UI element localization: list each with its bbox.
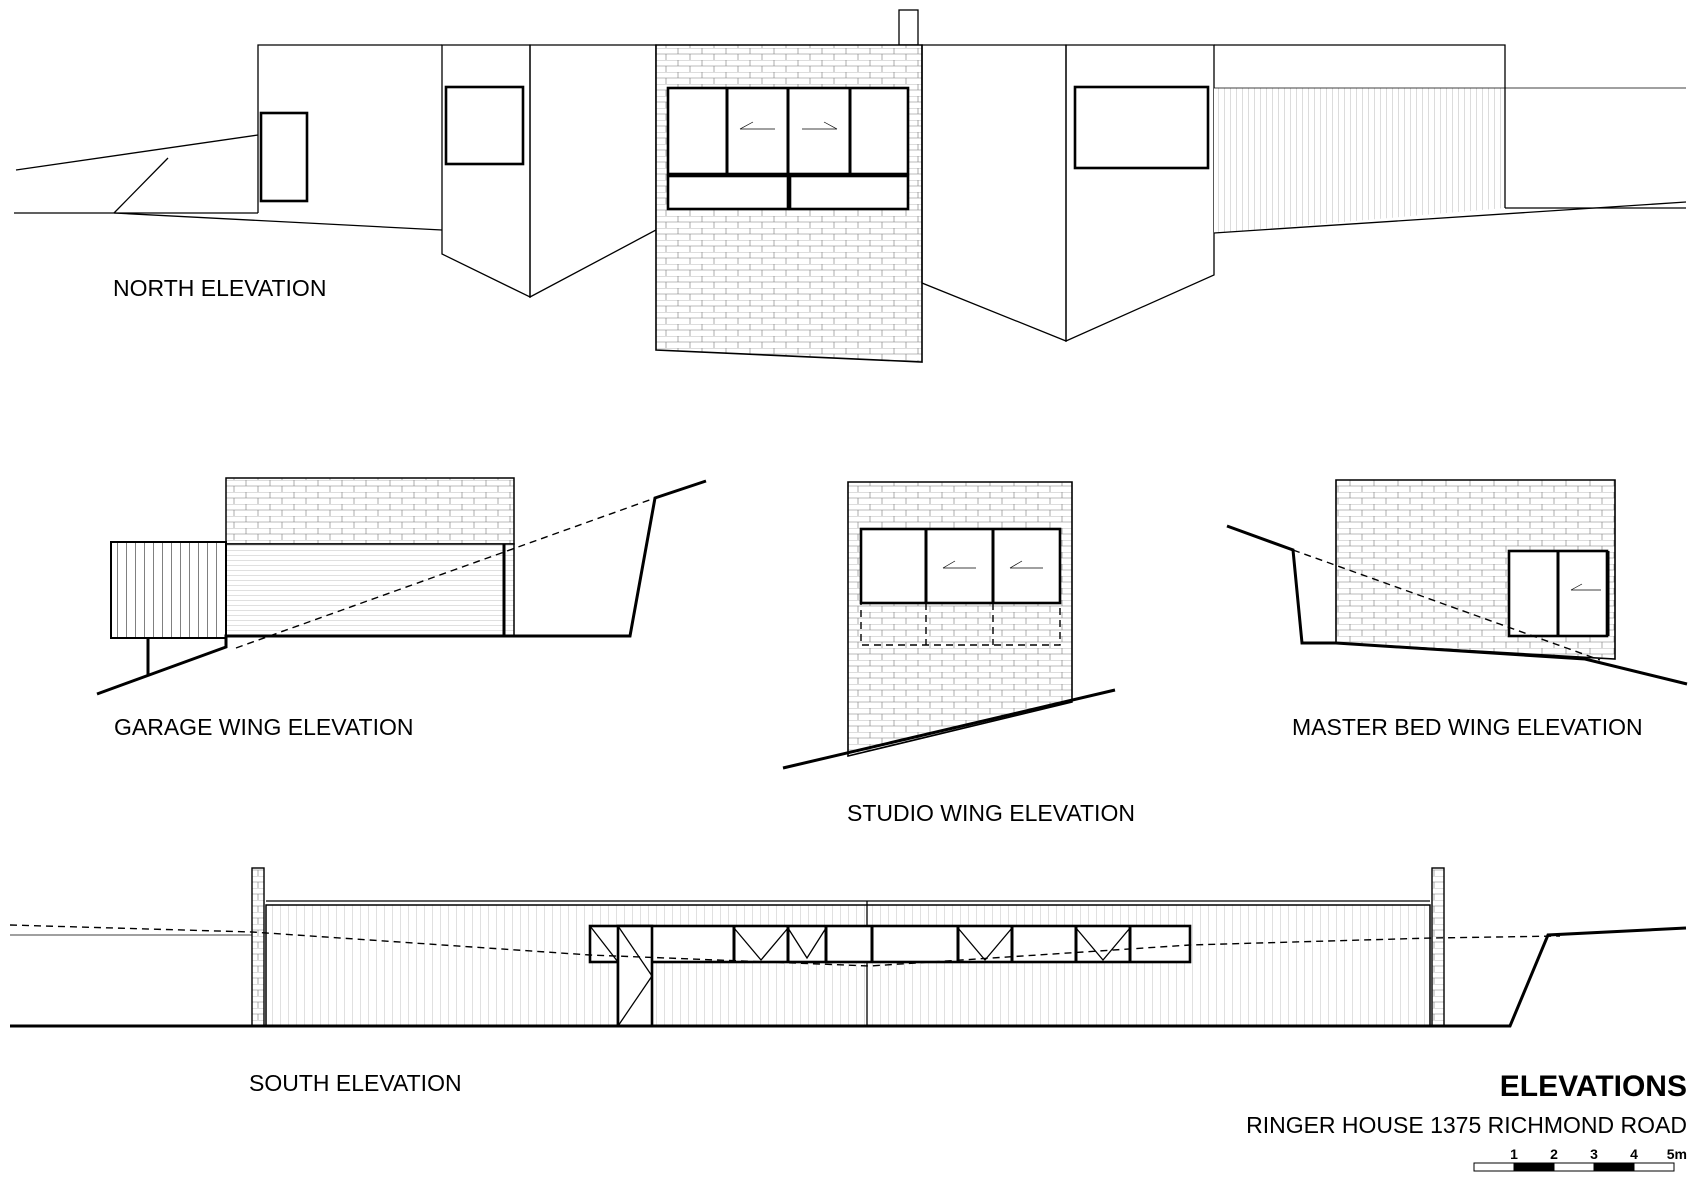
north-elevation-label: NORTH ELEVATION bbox=[113, 275, 326, 301]
garage-wing-elevation bbox=[96, 477, 707, 696]
master-bed-wing-elevation bbox=[1226, 479, 1688, 686]
ground-line bbox=[1226, 524, 1688, 686]
ground-line bbox=[96, 479, 707, 696]
master-bed-wing-elevation-label: MASTER BED WING ELEVATION bbox=[1292, 714, 1643, 740]
cladding bbox=[265, 904, 1431, 1027]
wing-outline bbox=[441, 44, 531, 299]
window bbox=[666, 174, 790, 211]
hidden-window bbox=[860, 602, 1061, 646]
section-line bbox=[9, 924, 1561, 967]
garage-door bbox=[225, 543, 515, 637]
drawing-title: ELEVATIONS bbox=[1500, 1070, 1687, 1103]
scale-tick: 1 bbox=[1510, 1146, 1518, 1162]
window bbox=[788, 174, 910, 211]
south-elevation-label: SOUTH ELEVATION bbox=[249, 1070, 462, 1096]
window bbox=[1073, 85, 1210, 170]
window-group bbox=[859, 527, 1062, 605]
scale-bar: 1 2 3 4 5m bbox=[1473, 1146, 1687, 1172]
brick-pier bbox=[251, 867, 265, 1027]
studio-wing-elevation-label: STUDIO WING ELEVATION bbox=[847, 800, 1135, 826]
south-elevation bbox=[9, 867, 1687, 1028]
garage-wing-elevation-label: GARAGE WING ELEVATION bbox=[114, 714, 413, 740]
north-elevation bbox=[14, 9, 1687, 363]
chimney bbox=[898, 9, 919, 46]
ground-line bbox=[113, 157, 169, 214]
ground-line bbox=[113, 212, 443, 231]
section-line bbox=[235, 497, 656, 649]
ground-line bbox=[782, 688, 1116, 770]
door bbox=[616, 924, 654, 1028]
ground-line bbox=[10, 926, 1687, 1028]
window bbox=[259, 111, 309, 203]
slatted-deck bbox=[110, 541, 227, 639]
drawing-subtitle: RINGER HOUSE 1375 RICHMOND ROAD bbox=[1246, 1112, 1687, 1138]
slatted-screen bbox=[1214, 88, 1505, 233]
section-line bbox=[1292, 549, 1601, 661]
brick-wall bbox=[225, 477, 515, 545]
window bbox=[444, 85, 525, 166]
studio-wing-elevation bbox=[782, 481, 1116, 770]
wall-outline bbox=[257, 44, 442, 213]
wing-outline bbox=[529, 44, 657, 299]
scale-tick: 4 bbox=[1630, 1146, 1638, 1162]
ground-line bbox=[15, 134, 259, 171]
wing-outline bbox=[1065, 44, 1215, 343]
brick-block bbox=[847, 481, 1073, 758]
wing-outline bbox=[921, 44, 1067, 342]
brick-pier bbox=[1431, 867, 1445, 1027]
scale-tick: 2 bbox=[1550, 1146, 1558, 1162]
scale-tick: 5m bbox=[1667, 1146, 1687, 1162]
scale-tick: 3 bbox=[1590, 1146, 1598, 1162]
ground-line bbox=[1213, 201, 1687, 234]
